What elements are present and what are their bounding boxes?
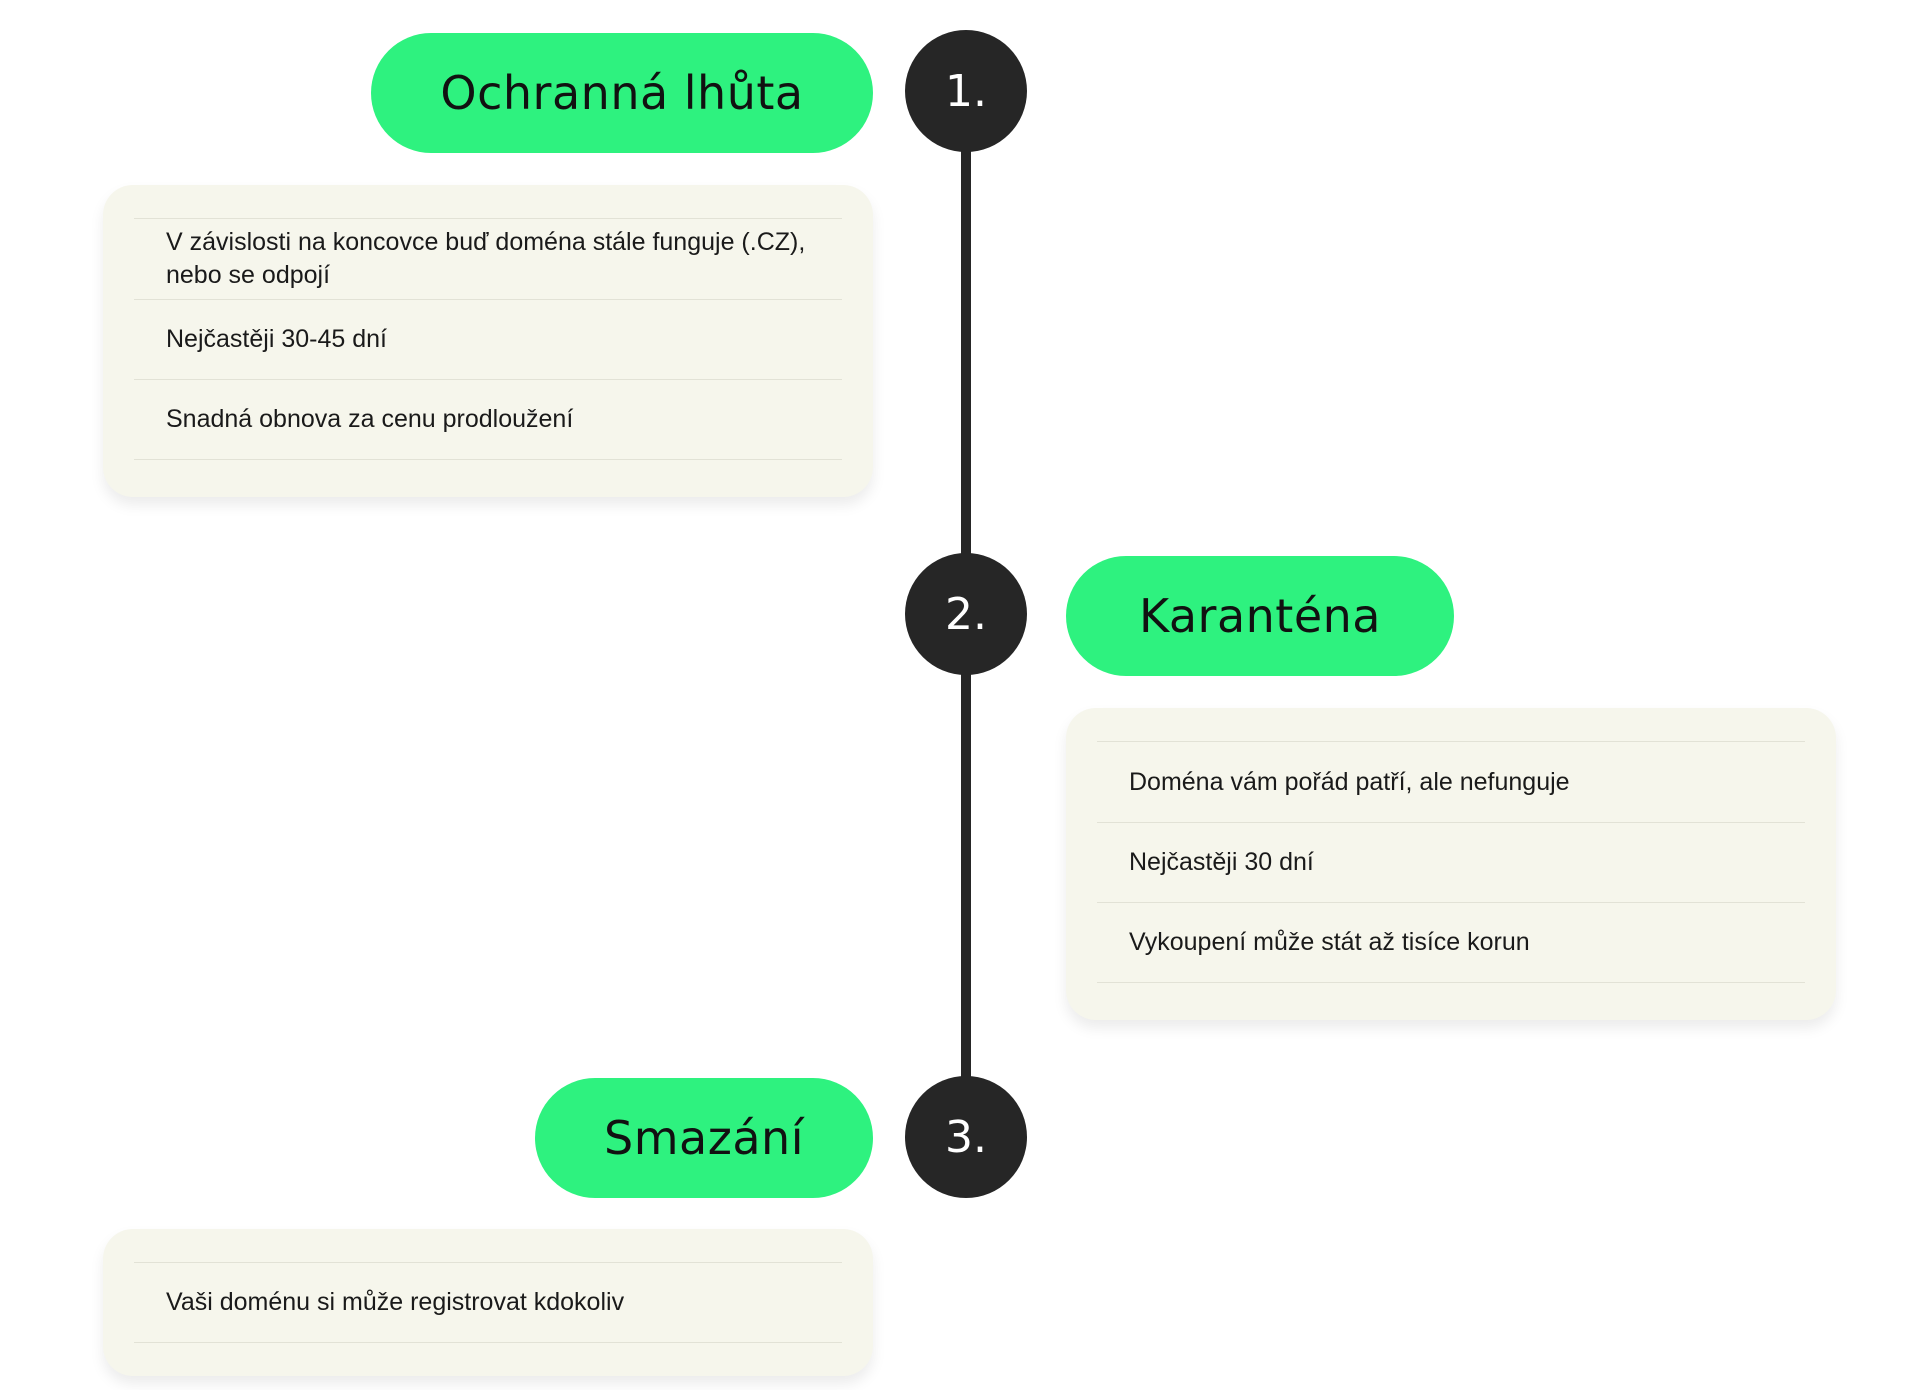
step-3-title-pill: Smazání — [535, 1078, 873, 1198]
step-1-item-1: V závislosti na koncovce buď doména stál… — [134, 218, 842, 299]
step-1-title: Ochranná lhůta — [440, 66, 804, 120]
step-3-number: 3. — [945, 1111, 987, 1163]
step-1-number-badge: 1. — [905, 30, 1027, 152]
step-2-item-2: Nejčastěji 30 dní — [1097, 822, 1805, 902]
step-2-item-3: Vykoupení může stát až tisíce korun — [1097, 902, 1805, 983]
step-1-number: 1. — [945, 65, 987, 117]
step-1-item-3: Snadná obnova za cenu prodloužení — [134, 379, 842, 460]
step-1-item-2: Nejčastěji 30-45 dní — [134, 299, 842, 379]
step-2-number-badge: 2. — [905, 553, 1027, 675]
step-2-title: Karanténa — [1139, 589, 1381, 643]
step-3-title: Smazání — [604, 1111, 804, 1165]
step-2-card: Doména vám pořád patří, ale nefunguje Ne… — [1066, 708, 1836, 1020]
step-2-item-1: Doména vám pořád patří, ale nefunguje — [1097, 741, 1805, 822]
step-3-card: Vaši doménu si může registrovat kdokoliv — [103, 1229, 873, 1376]
step-3-number-badge: 3. — [905, 1076, 1027, 1198]
step-2-number: 2. — [945, 588, 987, 640]
step-1-card: V závislosti na koncovce buď doména stál… — [103, 185, 873, 497]
step-3-item-1: Vaši doménu si může registrovat kdokoliv — [134, 1262, 842, 1343]
step-2-title-pill: Karanténa — [1066, 556, 1454, 676]
step-1-title-pill: Ochranná lhůta — [371, 33, 873, 153]
